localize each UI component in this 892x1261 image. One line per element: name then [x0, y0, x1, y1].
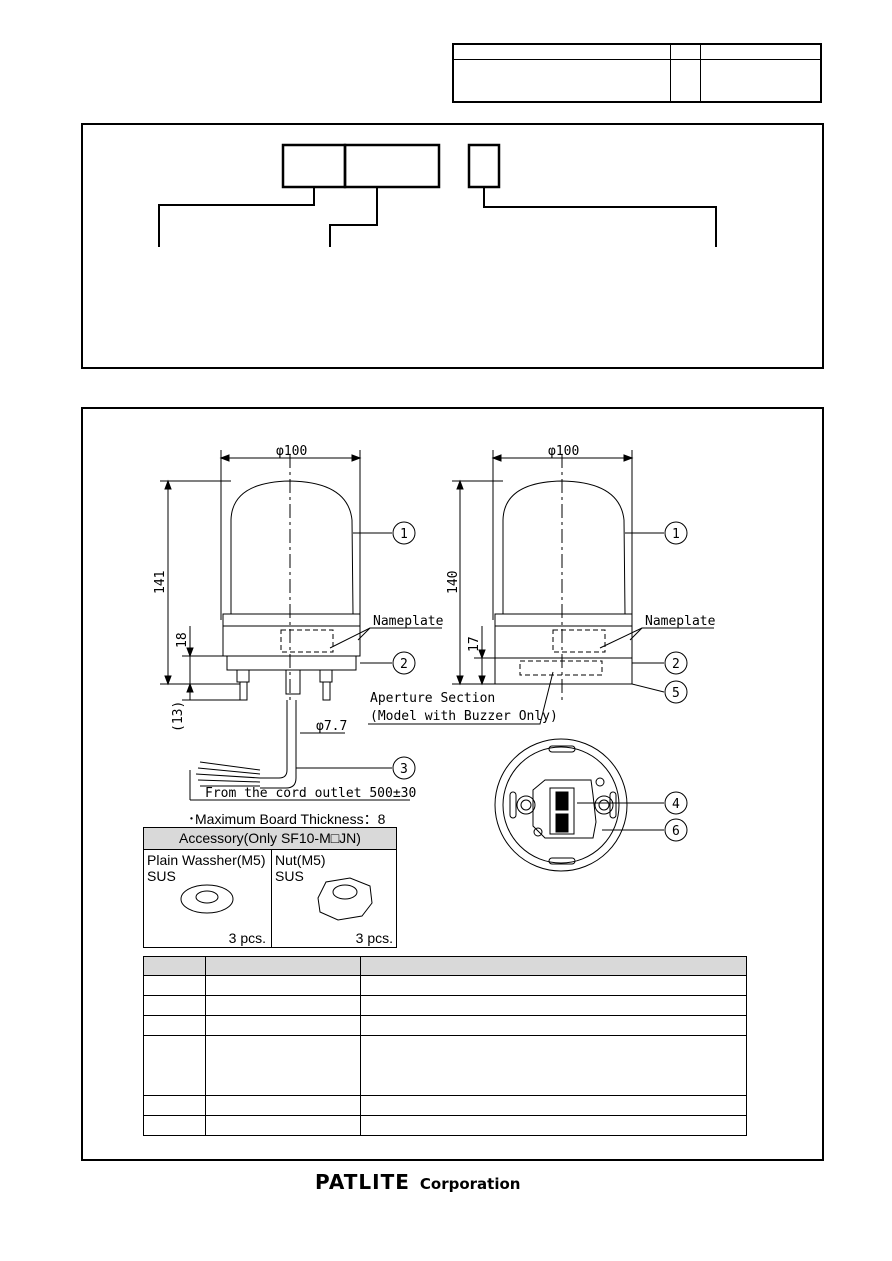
accessory-box: Accessory(Only SF10-M□JN) Plain Wassher(… [143, 827, 397, 948]
right-dome-outline [502, 480, 626, 615]
nut-qty: 3 pcs. [355, 930, 393, 946]
accessory-nut: Nut(M5) SUS 3 pcs. [271, 850, 397, 947]
table-row [143, 995, 747, 1016]
dimension-drawing-panel [81, 407, 824, 1161]
aperture-label-1: Aperture Section [370, 691, 495, 706]
callout-4: 4 [672, 797, 680, 812]
parts-table [143, 956, 747, 1136]
right-width-label: φ100 [548, 444, 579, 459]
left-width-label: φ100 [276, 444, 307, 459]
aperture-label-2: (Model with Buzzer Only) [370, 709, 558, 724]
table-row [143, 1035, 747, 1096]
right-height-label: 140 [446, 571, 461, 594]
cable-dia-label: φ7.7 [316, 719, 347, 734]
brand-name: PATLITE [315, 1170, 410, 1194]
left-base-bottom [226, 655, 357, 671]
nut-material: SUS [275, 868, 304, 884]
right-base-label: 17 [467, 636, 482, 652]
nameplate-left-label: Nameplate [373, 614, 444, 629]
callout-2-right: 2 [672, 657, 680, 672]
accessory-washer: Plain Wassher(M5) SUS 3 pcs. [144, 850, 270, 947]
callout-6: 6 [672, 824, 680, 839]
nut-name: Nut(M5) [275, 852, 326, 868]
left-dome-band [222, 613, 361, 627]
callout-2-left: 2 [400, 657, 408, 672]
washer-material: SUS [147, 868, 176, 884]
terminal-length-label: (13) [171, 701, 186, 732]
callout-3: 3 [400, 762, 408, 777]
title-block-table [452, 43, 822, 103]
cord-length-label: From the cord outlet 500±30 [205, 786, 416, 801]
callout-1-right: 1 [672, 527, 680, 542]
bottom-view-outline [494, 738, 628, 872]
table-row [143, 1095, 747, 1116]
table-row [143, 1015, 747, 1036]
parts-table-header [143, 956, 747, 976]
footer-logo: PATLITE Corporation [315, 1170, 520, 1194]
accessory-header: Accessory(Only SF10-M□JN) [144, 828, 396, 850]
table-row [143, 975, 747, 996]
left-base-label: 18 [175, 632, 190, 648]
model-code-diagram [158, 143, 717, 247]
nameplate-right-label: Nameplate [645, 614, 716, 629]
left-dome-outline [230, 480, 354, 615]
callout-5: 5 [672, 686, 680, 701]
model-code-panel [81, 123, 824, 369]
washer-qty: 3 pcs. [228, 930, 266, 946]
washer-name: Plain Wassher(M5) [147, 852, 266, 868]
board-thickness-note: ･Maximum Board Thickness：8 [188, 811, 386, 827]
left-height-label: 141 [153, 571, 168, 594]
callout-circle-1-left [392, 521, 416, 545]
table-row [143, 1115, 747, 1136]
corporation-label: Corporation [419, 1175, 521, 1193]
callout-1-left: 1 [400, 527, 408, 542]
